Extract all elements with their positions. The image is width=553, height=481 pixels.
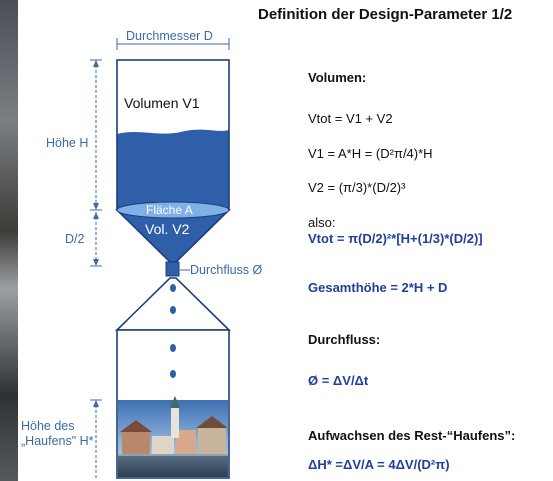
half-d-dimension — [90, 212, 102, 267]
heap-height-dimension — [90, 399, 102, 478]
v2-formula: V2 = (π/3)*(D/2)³ — [308, 180, 406, 195]
page-title: Definition der Design-Parameter 1/2 — [258, 6, 513, 23]
heap-formula: ΔH* =ΔV/A = 4ΔV/(D²π) — [308, 457, 450, 472]
vtot-formula: Vtot = V1 + V2 — [308, 111, 393, 126]
heap-label-line2: „Haufens" H* — [21, 434, 94, 448]
half-d-label: D/2 — [65, 232, 85, 246]
volume2-label: Vol. V2 — [145, 221, 190, 237]
volume1-label: Volumen V1 — [124, 95, 200, 111]
total-height-formula: Gesamthöhe = 2*H + D — [308, 280, 448, 295]
heap-town-photo — [118, 396, 228, 477]
heap-heading: Aufwachsen des Rest-“Haufens”: — [308, 428, 516, 443]
flow-label: Durchfluss Ø — [190, 263, 263, 277]
height-dimension — [90, 59, 102, 211]
diameter-dimension — [116, 38, 230, 50]
falling-drops — [170, 284, 176, 378]
heap-label-line1: Höhe des — [21, 419, 75, 433]
v1-formula: V1 = A*H = (D²π/4)*H — [308, 146, 433, 161]
flow-formula: Ø = ΔV/Δt — [308, 373, 369, 388]
area-label: Fläche A — [146, 203, 193, 217]
vtot-full-formula: Vtot = π(D/2)²*[H+(1/3)*(D/2)] — [308, 231, 483, 246]
upper-cone — [115, 201, 231, 277]
diameter-label: Durchmesser D — [126, 29, 213, 43]
upper-cylinder — [116, 59, 230, 211]
height-label: Höhe H — [46, 136, 89, 150]
background-photo-strip — [0, 0, 18, 481]
flow-heading: Durchfluss: — [308, 332, 381, 347]
also-text: also: — [308, 215, 336, 230]
volume-heading: Volumen: — [308, 70, 367, 85]
